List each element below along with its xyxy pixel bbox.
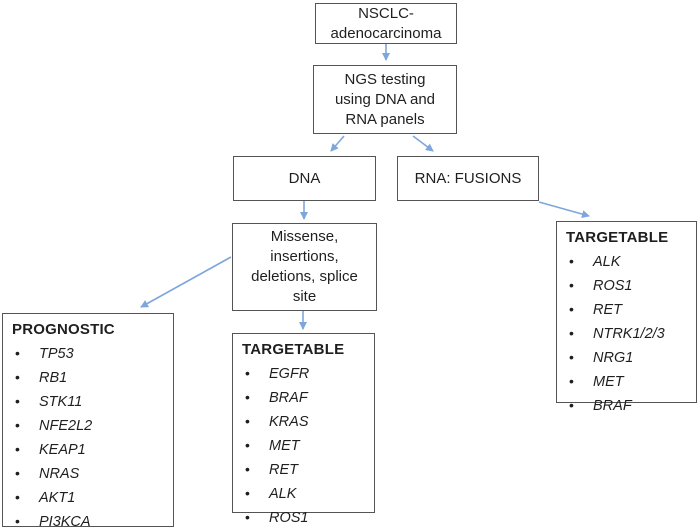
bullet-icon: •: [15, 369, 20, 385]
gene-name: PI3KCA: [39, 514, 91, 530]
gene-name: ROS1: [269, 510, 309, 526]
gene-item: • RB1: [12, 366, 167, 390]
gene-name: RB1: [39, 370, 68, 386]
targetable-dna-genes: • EGFR • BRAF • KRAS • MET • RET • ALK • ROS1: [242, 362, 368, 530]
gene-name: ROS1: [593, 278, 633, 294]
arrow-variants-to-prognostic: [140, 256, 232, 308]
bullet-icon: •: [245, 437, 250, 453]
gene-name: KEAP1: [39, 442, 86, 458]
node-nsclc-adenocarcinoma: NSCLC- adenocarcinoma: [315, 3, 457, 44]
gene-item: • KRAS: [242, 410, 368, 434]
gene-item: • TP53: [12, 342, 167, 366]
gene-item: • AKT1: [12, 486, 167, 510]
bullet-icon: •: [15, 489, 20, 505]
bullet-icon: •: [569, 301, 574, 317]
bullet-icon: •: [245, 509, 250, 525]
gene-name: MET: [269, 438, 300, 454]
prognostic-genes: • TP53 • RB1 • STK11 • NFE2L2 • KEAP1 • NRAS • AKT1 • P…: [12, 342, 167, 532]
gene-item: • NRG1: [566, 346, 690, 370]
bullet-icon: •: [569, 325, 574, 341]
gene-item: • EGFR: [242, 362, 368, 386]
bullet-icon: •: [245, 389, 250, 405]
node-prognostic-list: PROGNOSTIC •TP53•RB1•STK11•NFE2L2•KEAP1•…: [2, 313, 174, 530]
gene-item: • ALK: [242, 482, 368, 506]
bullet-icon: •: [569, 397, 574, 413]
gene-name: BRAF: [593, 398, 632, 414]
targetable-rna-genes: • ALK • ROS1 • RET • NTRK1/2/3 • NRG1 • MET • BRAF: [566, 250, 690, 418]
bullet-icon: •: [15, 465, 20, 481]
gene-name: EGFR: [269, 366, 310, 382]
arrow-ngs-to-dna: [330, 135, 345, 152]
node-variant-types: Missense, insertions, deletions, splice …: [232, 223, 377, 311]
node-dna: DNA: [233, 156, 376, 201]
bullet-icon: •: [569, 277, 574, 293]
node-ngs-testing: NGS testing using DNA and RNA panels: [313, 65, 457, 134]
gene-item: • RET: [566, 298, 690, 322]
gene-name: AKT1: [39, 490, 76, 506]
gene-item: • ROS1: [566, 274, 690, 298]
gene-item: • BRAF: [566, 394, 690, 418]
gene-item: • RET: [242, 458, 368, 482]
gene-item: • NFE2L2: [12, 414, 167, 438]
bullet-icon: •: [569, 373, 574, 389]
gene-name: NRAS: [39, 466, 80, 482]
bullet-icon: •: [15, 393, 20, 409]
gene-name: NRG1: [593, 350, 634, 366]
node-rna-fusions: RNA: FUSIONS: [397, 156, 539, 201]
gene-name: NFE2L2: [39, 418, 93, 434]
gene-item: • NRAS: [12, 462, 167, 486]
bullet-icon: •: [15, 345, 20, 361]
arrow-rna-to-targetable: [538, 201, 590, 218]
gene-name: STK11: [39, 394, 83, 410]
gene-name: NTRK1/2/3: [593, 326, 665, 342]
gene-item: • BRAF: [242, 386, 368, 410]
bullet-icon: •: [245, 365, 250, 381]
gene-name: RET: [593, 302, 622, 318]
bullet-icon: •: [245, 413, 250, 429]
bullet-icon: •: [569, 349, 574, 365]
bullet-icon: •: [569, 253, 574, 269]
gene-item: • MET: [242, 434, 368, 458]
gene-name: ALK: [269, 486, 297, 502]
gene-name: TP53: [39, 346, 74, 362]
gene-name: RET: [269, 462, 298, 478]
gene-item: • PI3KCA: [12, 510, 167, 532]
bullet-icon: •: [245, 461, 250, 477]
gene-item: • STK11: [12, 390, 167, 414]
gene-item: • ROS1: [242, 506, 368, 530]
bullet-icon: •: [15, 441, 20, 457]
gene-item: • NTRK1/2/3: [566, 322, 690, 346]
gene-name: MET: [593, 374, 624, 390]
arrow-ngs-to-rna: [412, 135, 434, 152]
bullet-icon: •: [15, 513, 20, 529]
targetable-rna-header: TARGETABLE: [566, 229, 669, 246]
bullet-icon: •: [15, 417, 20, 433]
node-targetable-dna-list: TARGETABLE • EGFR • BRAF • KRAS • MET • RET • ALK • R…: [232, 333, 375, 526]
gene-item: • KEAP1: [12, 438, 167, 462]
bullet-icon: •: [245, 485, 250, 501]
gene-name: KRAS: [269, 414, 309, 430]
prognostic-header: PROGNOSTIC: [12, 321, 115, 338]
node-targetable-rna-list: TARGETABLE •ALK•ROS1•RET•NTRK1/2/3•NRG1•…: [556, 221, 697, 414]
gene-name: ALK: [593, 254, 621, 270]
gene-item: • ALK: [566, 250, 690, 274]
gene-name: BRAF: [269, 390, 308, 406]
gene-item: • MET: [566, 370, 690, 394]
targetable-dna-header: TARGETABLE: [242, 341, 345, 358]
